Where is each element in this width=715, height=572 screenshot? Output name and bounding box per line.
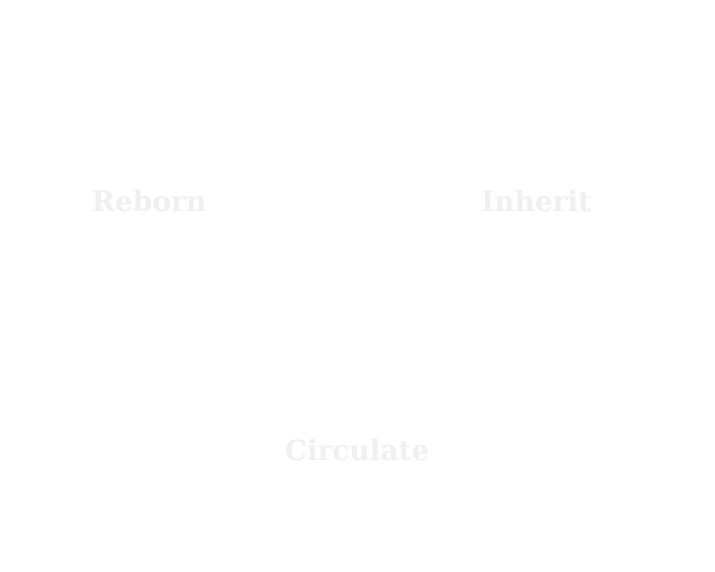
- choice-circulate[interactable]: Circulate: [284, 434, 430, 467]
- choice-inherit[interactable]: Inherit: [481, 185, 591, 218]
- choice-reborn[interactable]: Reborn: [91, 185, 207, 218]
